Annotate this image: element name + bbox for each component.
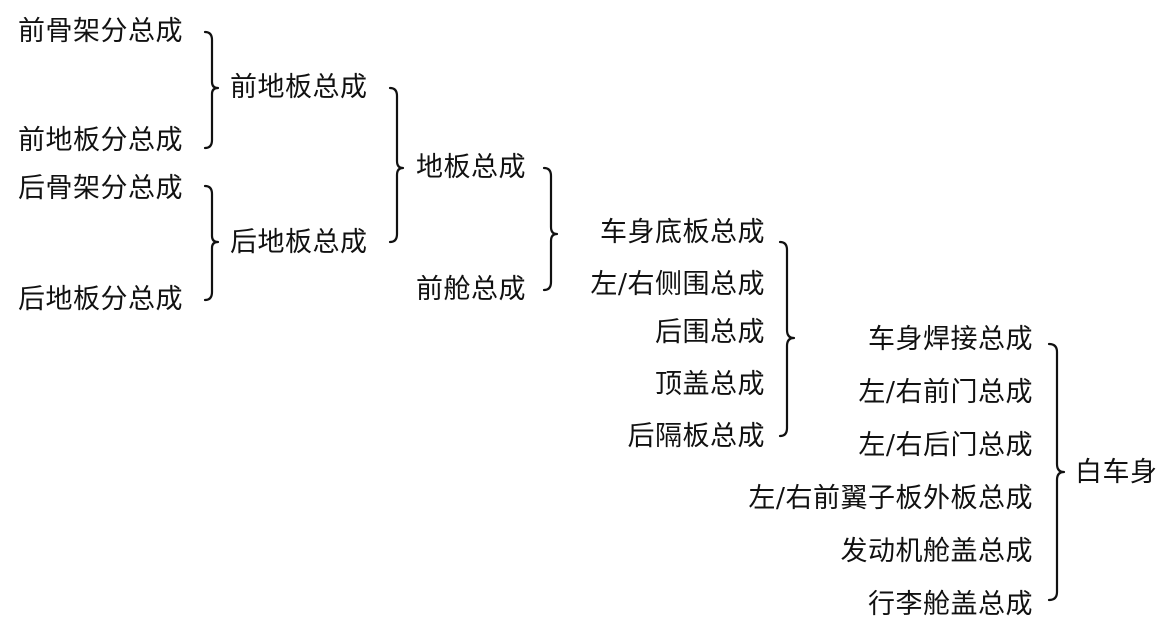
node-body-in-white: 白车身: [1075, 457, 1158, 488]
node-roof: 顶盖总成: [655, 369, 765, 400]
node-rear-floor-sub: 后地板分总成: [18, 284, 183, 315]
node-front-fender: 左/右前翼子板外板总成: [748, 483, 1033, 514]
brace-underbody: [542, 166, 559, 292]
node-trunk-lid: 行李舱盖总成: [868, 589, 1033, 620]
node-floor: 地板总成: [416, 152, 526, 183]
node-hood: 发动机舱盖总成: [840, 536, 1033, 567]
node-side-panel: 左/右侧围总成: [590, 269, 765, 300]
node-rear-door: 左/右后门总成: [858, 430, 1033, 461]
node-rear-partition: 后隔板总成: [627, 421, 765, 452]
node-rear-panel: 后围总成: [655, 317, 765, 348]
node-rear-floor: 后地板总成: [230, 227, 368, 258]
node-underbody: 车身底板总成: [600, 217, 765, 248]
node-body-welding: 车身焊接总成: [868, 324, 1033, 355]
node-front-floor: 前地板总成: [230, 72, 368, 103]
node-front-floor-sub: 前地板分总成: [18, 125, 183, 156]
node-front-frame-sub: 前骨架分总成: [18, 16, 183, 47]
node-front-cabin: 前舱总成: [416, 274, 526, 305]
brace-body-in-white: [1047, 342, 1066, 602]
node-rear-frame-sub: 后骨架分总成: [18, 173, 183, 204]
brace-rear-floor: [203, 184, 220, 302]
brace-front-floor: [203, 30, 220, 150]
node-front-door: 左/右前门总成: [858, 377, 1033, 408]
brace-floor: [388, 86, 405, 244]
brace-body-welding: [778, 240, 796, 438]
